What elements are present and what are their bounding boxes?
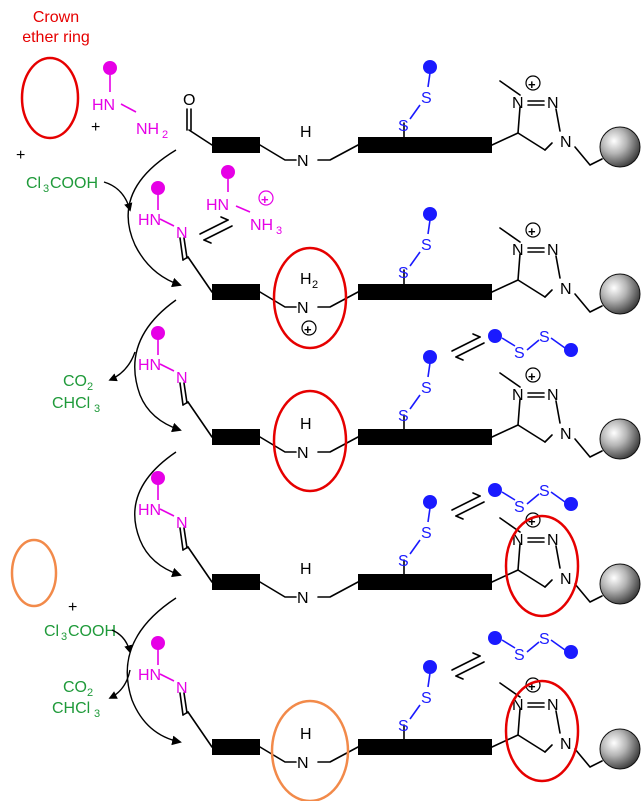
- arrow-step-1: Cl 3 COOH: [26, 149, 182, 288]
- svg-text:Cl: Cl: [26, 175, 41, 192]
- svg-text:HN: HN: [206, 197, 229, 214]
- svg-text:CHCl: CHCl: [52, 700, 90, 717]
- svg-text:+: +: [16, 147, 25, 164]
- svg-text:H: H: [300, 416, 312, 433]
- row-1-aldehyde: O H: [183, 59, 641, 171]
- svg-text:H: H: [300, 726, 312, 743]
- svg-text:+: +: [91, 119, 100, 136]
- arrow-step-4: CO 2 CHCl 3: [52, 597, 182, 746]
- crown-ring-amine-row3: [272, 389, 348, 493]
- svg-text:+: +: [304, 322, 312, 337]
- svg-text:3: 3: [94, 708, 100, 720]
- svg-text:H: H: [300, 271, 312, 288]
- svg-text:2: 2: [87, 687, 93, 699]
- svg-text:CO: CO: [63, 679, 87, 696]
- crown-ether-ring-orange: [10, 538, 58, 608]
- svg-text:NH: NH: [250, 217, 273, 234]
- second-crown-legend: + Cl 3 COOH: [10, 538, 116, 643]
- svg-text:3: 3: [276, 225, 282, 237]
- svg-text:Cl: Cl: [44, 623, 59, 640]
- svg-text:H: H: [300, 561, 312, 578]
- svg-text:HN: HN: [92, 97, 115, 114]
- svg-text:COOH: COOH: [50, 175, 98, 192]
- crown-ring-amine-row5: [270, 699, 350, 801]
- svg-text:2: 2: [312, 279, 318, 291]
- crown-ring-triazolium-row5: [504, 679, 580, 783]
- svg-text:3: 3: [61, 631, 67, 643]
- crown-ring-triazolium-row4: [504, 514, 580, 618]
- crown-label-line2: ether ring: [22, 29, 90, 46]
- crown-ring-amine-row2: [272, 246, 348, 350]
- row-5-two-rings: H: [137, 635, 641, 801]
- arrow-step-3: [134, 451, 182, 578]
- arrow-step-2: CO 2 CHCl 3: [52, 299, 182, 433]
- crown-label-line1: Crown: [33, 9, 79, 26]
- svg-text:O: O: [183, 92, 195, 109]
- row-3-amine-ring: H: [137, 325, 641, 493]
- svg-text:3: 3: [43, 183, 49, 195]
- svg-text:COOH: COOH: [68, 623, 116, 640]
- svg-text:NH: NH: [136, 121, 159, 138]
- svg-text:2: 2: [162, 129, 168, 141]
- row-2-hydrazone-complex: H 2 +: [137, 180, 641, 350]
- svg-text:+: +: [68, 599, 77, 616]
- hydrazine-reagent: HN NH 2 + +: [16, 61, 168, 164]
- svg-text:CHCl: CHCl: [52, 395, 90, 412]
- hydrazinium-equilibrium: HN NH 3 +: [199, 165, 282, 244]
- svg-text:H: H: [300, 124, 312, 141]
- crown-ether-ring-red: [20, 56, 80, 140]
- svg-text:2: 2: [87, 381, 93, 393]
- svg-text:+: +: [261, 192, 269, 207]
- svg-text:CO: CO: [63, 373, 87, 390]
- crown-ether-legend: Crown ether ring: [20, 9, 90, 140]
- svg-text:3: 3: [94, 403, 100, 415]
- row-4-triazolium-ring: H: [137, 470, 641, 618]
